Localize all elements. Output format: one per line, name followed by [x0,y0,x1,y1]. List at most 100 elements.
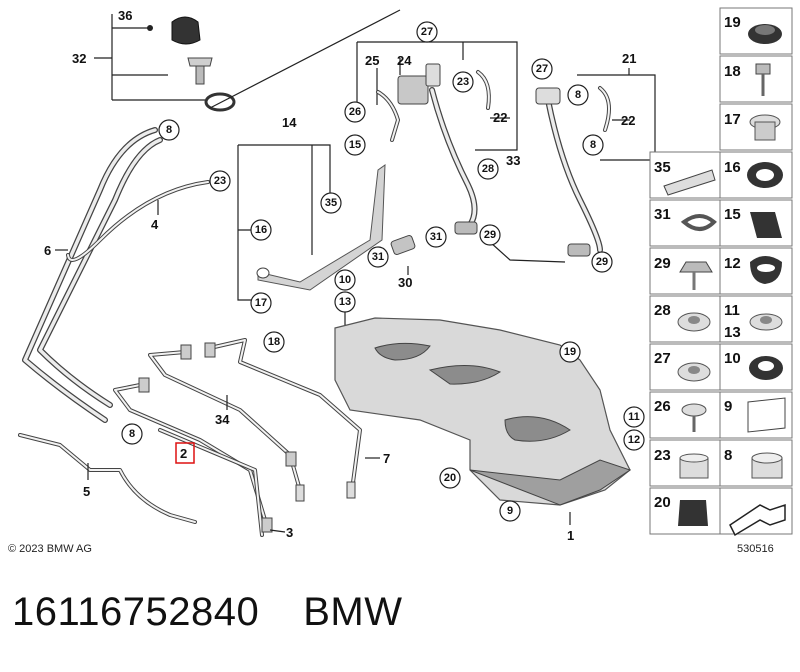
pipe-set-center [113,338,380,537]
callout-27-right: 27 [531,58,553,80]
legend-11: 11 [724,302,740,319]
copyright-text: © 2023 BMW AG [8,543,92,555]
fuel-tank [334,310,632,525]
filler-neck-assembly [356,41,566,263]
callout-22-right: 22 [621,113,635,128]
svg-text:18: 18 [268,336,280,348]
plain-callouts: 36 32 25 24 33 22 22 21 14 6 4 34 7 5 3 … [44,8,636,543]
callout-8-right: 8 [582,134,604,156]
callout-8-top-right: 8 [567,84,589,106]
callout-36: 36 [118,8,132,23]
callout-14: 14 [282,115,297,130]
svg-text:20: 20 [444,472,456,484]
svg-text:27: 27 [421,26,433,38]
callout-4: 4 [151,217,159,232]
svg-text:8: 8 [129,428,135,440]
callout-33: 33 [506,153,520,168]
parts-legend: 19 18 17 16 15 12 11 13 10 9 8 35 31 29 … [649,7,793,537]
legend-20: 20 [654,494,671,511]
legend-26: 26 [654,398,671,415]
svg-text:12: 12 [628,434,640,446]
callout-23-left: 23 [209,170,231,192]
part-number: 16116752840 [12,590,260,634]
legend-17: 17 [724,111,741,128]
pipe-set-left [18,127,210,524]
svg-text:28: 28 [482,163,494,175]
legend-27: 27 [654,350,671,367]
callout-26: 26 [344,101,366,123]
callout-10: 10 [334,269,356,291]
svg-text:10: 10 [339,274,351,286]
callout-24: 24 [397,53,412,68]
callout-29-right: 29 [591,251,613,273]
legend-19: 19 [724,14,741,31]
legend-35: 35 [654,159,671,176]
svg-text:11: 11 [628,411,640,423]
legend-10: 10 [724,350,741,367]
svg-text:8: 8 [590,139,596,151]
callout-6: 6 [44,243,51,258]
svg-text:19: 19 [564,346,576,358]
filler-neck-right [535,68,656,257]
legend-31: 31 [654,206,671,223]
svg-text:23: 23 [214,175,226,187]
svg-text:13: 13 [339,296,351,308]
circled-callouts: 27 23 26 27 8 8 15 35 16 17 8 23 28 31 2… [121,21,645,522]
legend-16: 16 [724,159,741,176]
callout-16: 16 [250,219,272,241]
callout-30: 30 [398,275,412,290]
callout-2-highlighted: 2 [180,446,187,461]
callout-23-top: 23 [452,71,474,93]
callout-27-top: 27 [416,21,438,43]
callout-9: 9 [499,500,521,522]
callout-25: 25 [365,53,379,68]
legend-29: 29 [654,255,671,272]
svg-text:9: 9 [507,505,513,517]
svg-text:35: 35 [325,197,337,209]
legend-28: 28 [654,302,671,319]
svg-text:29: 29 [484,229,496,241]
small-hose [390,235,416,275]
parts-diagram: 36 32 25 24 33 22 22 21 14 6 4 34 7 5 3 … [18,7,793,543]
legend-12: 12 [724,255,741,272]
callout-20: 20 [439,467,461,489]
callout-13: 13 [334,291,356,313]
callout-12: 12 [623,429,645,451]
callout-8-left-top: 8 [158,119,180,141]
svg-text:15: 15 [349,139,361,151]
callout-7: 7 [383,451,390,466]
callout-28: 28 [477,158,499,180]
svg-text:29: 29 [596,256,608,268]
callout-29-left: 29 [479,224,501,246]
svg-text:26: 26 [349,106,361,118]
callout-8-left-bottom: 8 [121,423,143,445]
callout-11: 11 [623,406,645,428]
callout-34: 34 [215,412,230,427]
legend-9: 9 [724,398,732,415]
svg-text:8: 8 [575,89,581,101]
drawing-number: 530516 [737,543,774,555]
callout-15: 15 [344,134,366,156]
callout-5: 5 [83,484,90,499]
svg-text:31: 31 [430,231,442,243]
callout-1: 1 [567,528,574,543]
legend-part-icons [663,24,786,537]
legend-18: 18 [724,63,741,80]
callout-19: 19 [559,341,581,363]
strap-assembly [237,144,386,301]
callout-21: 21 [622,51,636,66]
callout-31-right: 31 [425,226,447,248]
callout-32: 32 [72,51,86,66]
callout-18: 18 [263,331,285,353]
callout-31-left: 31 [367,246,389,268]
legend-13: 13 [724,324,741,341]
svg-text:31: 31 [372,251,384,263]
svg-text:27: 27 [536,63,548,75]
legend-8: 8 [724,447,732,464]
legend-23: 23 [654,447,671,464]
legend-15: 15 [724,206,741,223]
callout-17: 17 [250,292,272,314]
filler-cap-assembly [94,9,401,112]
callout-3: 3 [286,525,293,540]
